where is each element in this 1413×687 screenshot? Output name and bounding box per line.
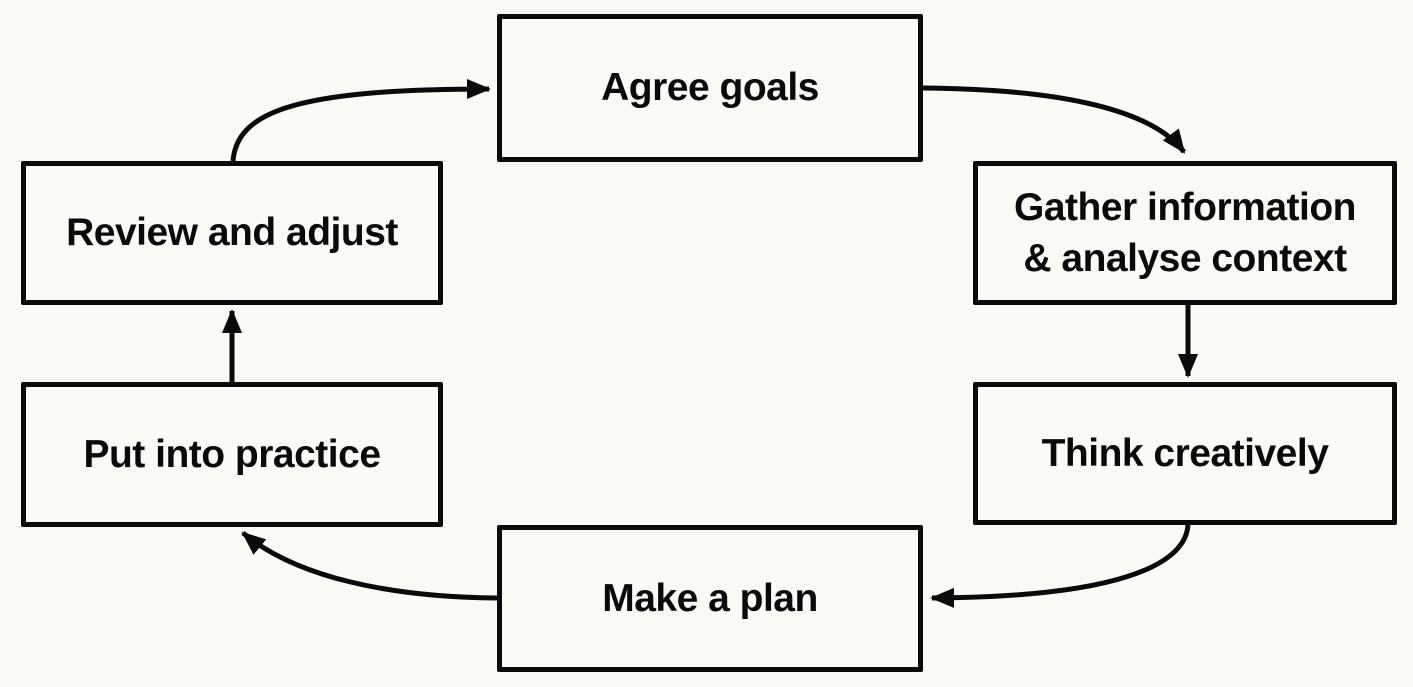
- node-review-and-adjust: Review and adjust: [21, 161, 443, 305]
- node-think-creatively-label: Think creatively: [1041, 431, 1329, 475]
- node-think-creatively: Think creatively: [973, 382, 1397, 525]
- node-make-a-plan: Make a plan: [497, 525, 923, 672]
- arrow-think-creatively-to-make-a-plan: [930, 524, 1191, 608]
- node-agree-goals: Agree goals: [497, 14, 923, 162]
- node-put-into-practice: Put into practice: [21, 382, 443, 527]
- node-gather-information-label: Gather information & analyse context: [1013, 185, 1357, 280]
- node-put-into-practice-label: Put into practice: [83, 432, 381, 476]
- node-agree-goals-label: Agree goals: [601, 66, 819, 110]
- arrow-agree-goals-to-gather-information: [922, 85, 1186, 154]
- node-review-and-adjust-label: Review and adjust: [66, 211, 398, 255]
- node-gather-information: Gather information & analyse context: [973, 161, 1397, 305]
- node-make-a-plan-label: Make a plan: [602, 576, 818, 620]
- arrow-review-and-adjust-to-agree-goals: [230, 79, 491, 162]
- arrow-make-a-plan-to-put-into-practice: [241, 531, 498, 601]
